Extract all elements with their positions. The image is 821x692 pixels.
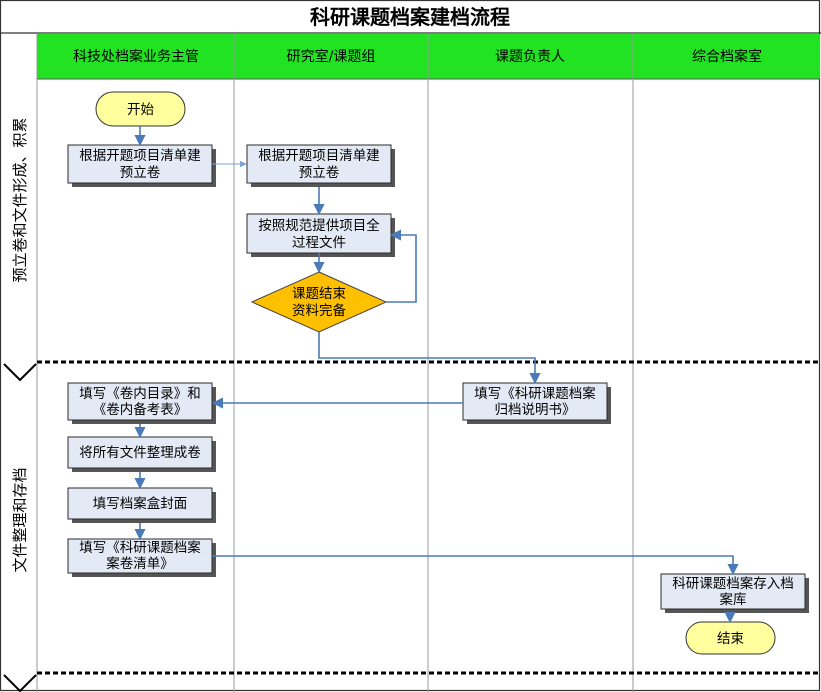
provide-documents-line1: 按照规范提供项目全 [258,217,380,234]
fill-archive-note-box: 填写《科研课题档案 归档说明书》 [462,382,611,424]
organize-files-box: 将所有文件整理成卷 [67,436,216,472]
create-volume-lab-line1: 根据开题项目清单建 [258,148,380,164]
fill-catalog-box: 填写《卷内目录》和 《卷内备考表》 [67,382,216,424]
create-volume-admin-line2: 预立卷 [120,165,161,181]
lane-header-lab: 研究室/课题组 [287,48,376,65]
phase-label-1: 预立卷和文件形成、积累 [11,117,29,282]
end-label: 结束 [717,631,745,647]
start-node: 开始 [95,91,186,127]
lane-header-leader: 课题负责人 [495,49,565,65]
fill-volume-list-line2: 案卷清单》 [106,555,174,572]
decision-line2: 资料完备 [292,302,346,319]
create-volume-admin-line1: 根据开题项目清单建 [79,148,201,164]
lane-header-archive: 综合档案室 [692,48,762,65]
create-volume-admin-box: 根据开题项目清单建 预立卷 [67,144,216,187]
archive-storage-line2: 案库 [720,591,747,608]
fill-catalog-line2: 《卷内备考表》 [93,401,188,418]
create-volume-lab-line2: 预立卷 [299,165,340,181]
fill-archive-note-line2: 归档说明书》 [495,401,576,418]
fill-volume-list-line1: 填写《科研课题档案 [79,539,201,556]
organize-files-label: 将所有文件整理成卷 [79,445,201,461]
phase-chevron-2 [3,674,37,692]
provide-documents-line2: 过程文件 [292,235,346,251]
arrow-list-to-archive [212,555,739,576]
archive-storage-box: 科研课题档案存入档 案库 [660,573,809,613]
lane-header-admin: 科技处档案业务主管 [73,48,199,65]
phase-chevron-1 [3,363,37,382]
fill-catalog-line1: 填写《卷内目录》和 [79,386,201,402]
box-cover-label: 填写档案盒封面 [93,495,188,512]
arrow-decision-to-note [318,332,541,385]
fill-volume-list-box: 填写《科研课题档案 案卷清单》 [67,538,216,577]
arrow-decision-loop [386,229,417,303]
box-cover-box: 填写档案盒封面 [67,487,216,523]
page-title: 科研课题档案建档流程 [310,5,510,29]
create-volume-lab-box: 根据开题项目清单建 预立卷 [246,144,395,187]
end-node: 结束 [685,621,776,655]
fill-archive-note-line1: 填写《科研课题档案 [474,385,596,402]
phase-label-2: 文件整理和存档 [11,467,29,572]
decision-node: 课题结束 资料完备 [250,271,388,333]
start-label: 开始 [127,102,154,118]
archive-storage-line1: 科研课题档案存入档 [672,575,794,592]
provide-documents-box: 按照规范提供项目全 过程文件 [246,213,395,257]
decision-line1: 课题结束 [292,286,346,302]
